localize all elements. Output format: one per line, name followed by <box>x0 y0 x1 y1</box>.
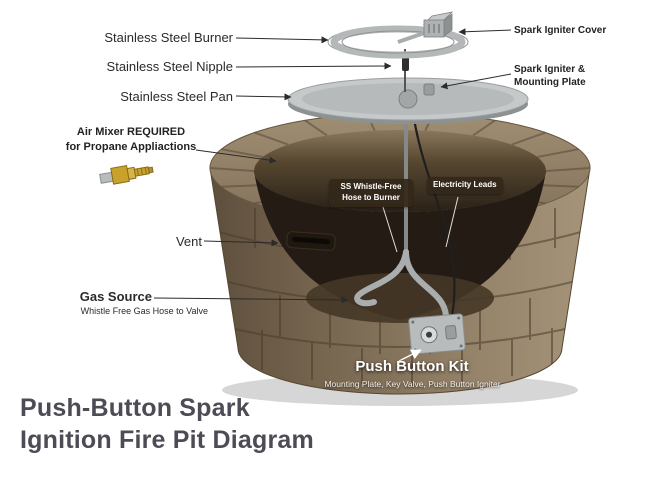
internal-plumbing <box>354 111 456 319</box>
badge-electricity-leads: Electricity Leads <box>427 177 503 194</box>
label-gas-source: Gas Source <box>79 289 152 304</box>
label-vent: Vent <box>175 234 202 249</box>
label-air-mixer-line2: for Propane Appliactions <box>65 140 197 153</box>
label-push-button-kit: Push Button Kit <box>355 358 469 375</box>
vent-slot <box>286 231 336 251</box>
badge-whistle-free-hose: SS Whistle-Free Hose to Burner <box>329 179 413 207</box>
spark-igniter <box>423 83 435 96</box>
electricity-leads-wire <box>411 111 456 317</box>
push-button-kit-box <box>408 313 466 355</box>
label-stainless-steel-nipple: Stainless Steel Nipple <box>106 59 233 74</box>
label-spark-igniter-cover: Spark Igniter Cover <box>514 25 607 36</box>
label-push-button-kit-sub: Mounting Plate, Key Valve, Push Button I… <box>324 379 501 389</box>
page-title: Push-Button Spark Ignition Fire Pit Diag… <box>20 392 314 456</box>
mounting-plate <box>398 89 418 109</box>
label-stainless-steel-pan: Stainless Steel Pan <box>120 89 233 104</box>
page-title-line1: Push-Button Spark <box>20 394 250 422</box>
label-spark-igniter-plate: Spark Igniter & Mounting Plate <box>514 63 644 89</box>
badge-pointer-lines <box>382 196 459 362</box>
page-title-line2: Ignition Fire Pit Diagram <box>20 426 314 454</box>
callout-lines <box>153 28 512 304</box>
badge-whistle-free-hose-line1: SS Whistle-Free <box>340 182 402 191</box>
label-air-mixer-line1: Air Mixer REQUIRED <box>76 126 186 138</box>
stainless-pan <box>287 70 529 124</box>
burner-ring <box>327 11 469 59</box>
air-mixer-fitting <box>99 165 154 185</box>
label-air-mixer: Air Mixer REQUIRED for Propane Appliacti… <box>55 125 207 155</box>
spark-igniter-cover <box>422 11 454 38</box>
label-stainless-steel-burner: Stainless Steel Burner <box>104 30 233 45</box>
whistle-free-hose <box>403 249 449 319</box>
label-spark-igniter-plate-line1: Spark Igniter & <box>514 64 586 75</box>
fire-pit-wall <box>209 112 591 395</box>
badge-whistle-free-hose-line2: Hose to Burner <box>342 192 400 202</box>
label-spark-igniter-plate-line2: Mounting Plate <box>514 77 586 88</box>
gas-hose-hook <box>354 249 409 307</box>
label-gas-source-sub: Whistle Free Gas Hose to Valve <box>80 306 208 316</box>
pit-floor <box>306 273 494 323</box>
